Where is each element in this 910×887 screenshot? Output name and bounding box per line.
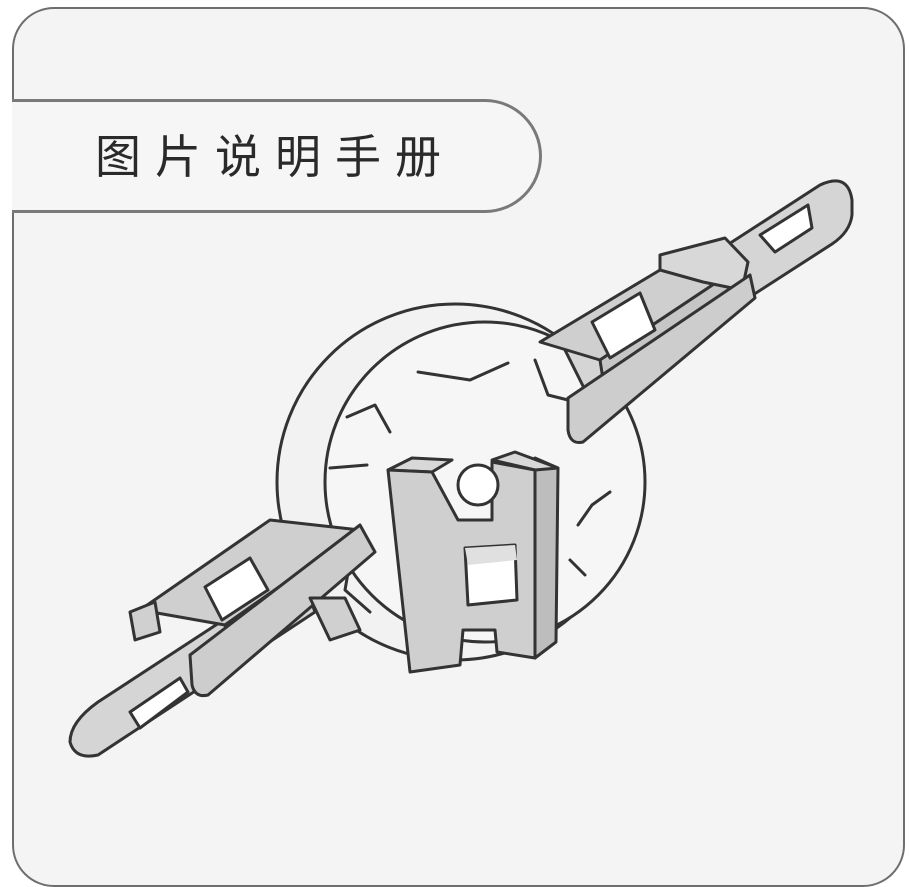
page-title: 图片说明手册 <box>95 130 455 184</box>
chain-link-upper <box>538 179 854 444</box>
center-h-block <box>386 450 560 674</box>
chain-link-lower <box>68 518 377 758</box>
title-tab <box>12 99 542 213</box>
